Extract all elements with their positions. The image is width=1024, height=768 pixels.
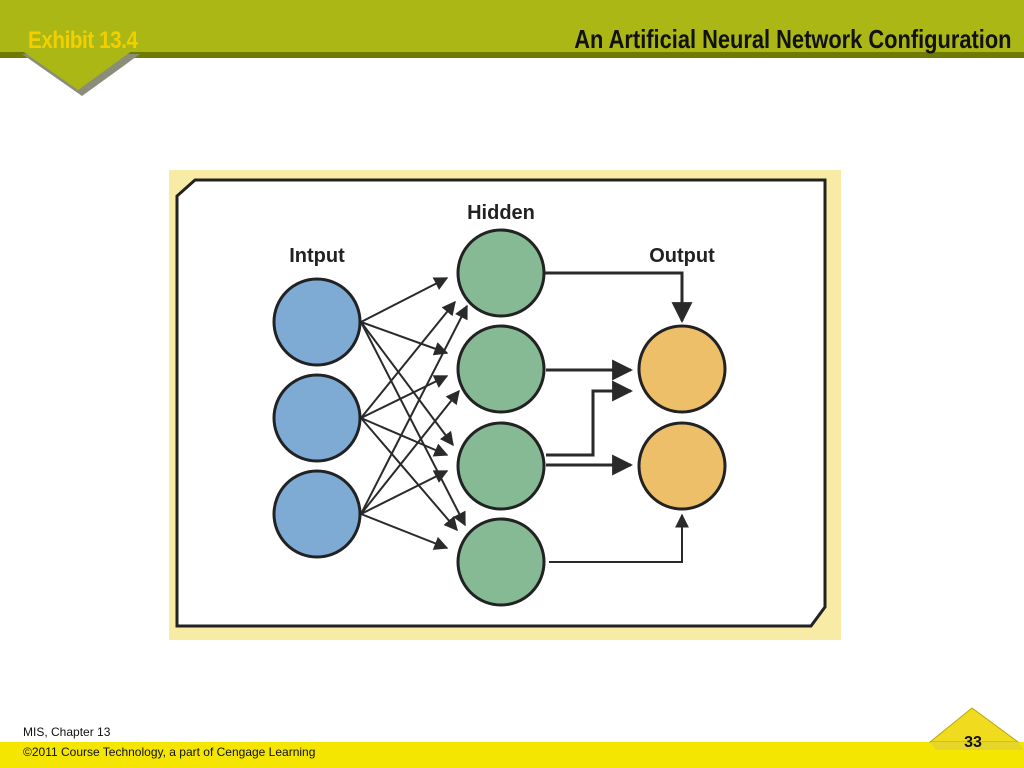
connection-input3-hidden1 (360, 304, 468, 515)
input-node (272, 277, 362, 367)
connection-input3-hidden3 (360, 470, 449, 515)
connection-input3-hidden2 (360, 389, 460, 515)
connection-input2-hidden4 (360, 417, 458, 532)
connection-input1-hidden1 (360, 277, 449, 323)
input-layer-label: Intput (289, 245, 345, 267)
footer-yellow-strip (0, 742, 1024, 768)
output-node (637, 421, 727, 511)
input-node (272, 373, 362, 463)
hidden-node (456, 324, 546, 414)
connection-input2-hidden3 (360, 417, 449, 457)
page-number: 33 (964, 734, 982, 751)
connection-input3-hidden4 (360, 513, 449, 550)
exhibit-label: Exhibit 13.4 (28, 27, 138, 54)
output-node (637, 324, 727, 414)
connection-hidden3-output1 (546, 380, 634, 457)
output-layer-nodes (637, 324, 727, 511)
exhibit-tab-shape (18, 48, 140, 96)
hidden-layer-label: Hidden (467, 202, 535, 224)
header-band (0, 0, 1024, 58)
connection-input1-hidden3 (360, 321, 454, 447)
connection-input2-hidden2 (360, 375, 449, 419)
connection-input1-hidden2 (360, 321, 449, 356)
output-layer-label: Output (649, 245, 715, 267)
header-decoration (0, 0, 1024, 58)
neural-network-figure: Intput Hidden Output (169, 170, 841, 640)
input-hidden-connections (360, 277, 468, 550)
hidden-layer-nodes (456, 228, 546, 607)
page-number-tab-base (930, 742, 1024, 750)
footer-band (0, 700, 1024, 768)
footer-copyright: ©2011 Course Technology, a part of Cenga… (23, 745, 316, 759)
hidden-node (456, 517, 546, 607)
input-node (272, 469, 362, 559)
neural-network-diagram: Intput Hidden Output (169, 170, 841, 640)
footer-chapter-label: MIS, Chapter 13 (23, 725, 111, 739)
connection-input2-hidden1 (360, 300, 456, 419)
slide-title: An Artificial Neural Network Configurati… (574, 24, 1012, 54)
hidden-node (456, 228, 546, 318)
hidden-output-connections (545, 271, 693, 563)
footer-decoration (0, 707, 1024, 768)
connection-input1-hidden4 (360, 321, 466, 527)
header-shadow-strip (0, 52, 1024, 58)
header-olive-strip (0, 0, 1024, 52)
connection-hidden1-output1 (545, 271, 693, 324)
hidden-node (456, 421, 546, 511)
connection-hidden4-output2 (549, 513, 689, 563)
exhibit-tab (18, 48, 136, 90)
input-layer-nodes (272, 277, 362, 559)
